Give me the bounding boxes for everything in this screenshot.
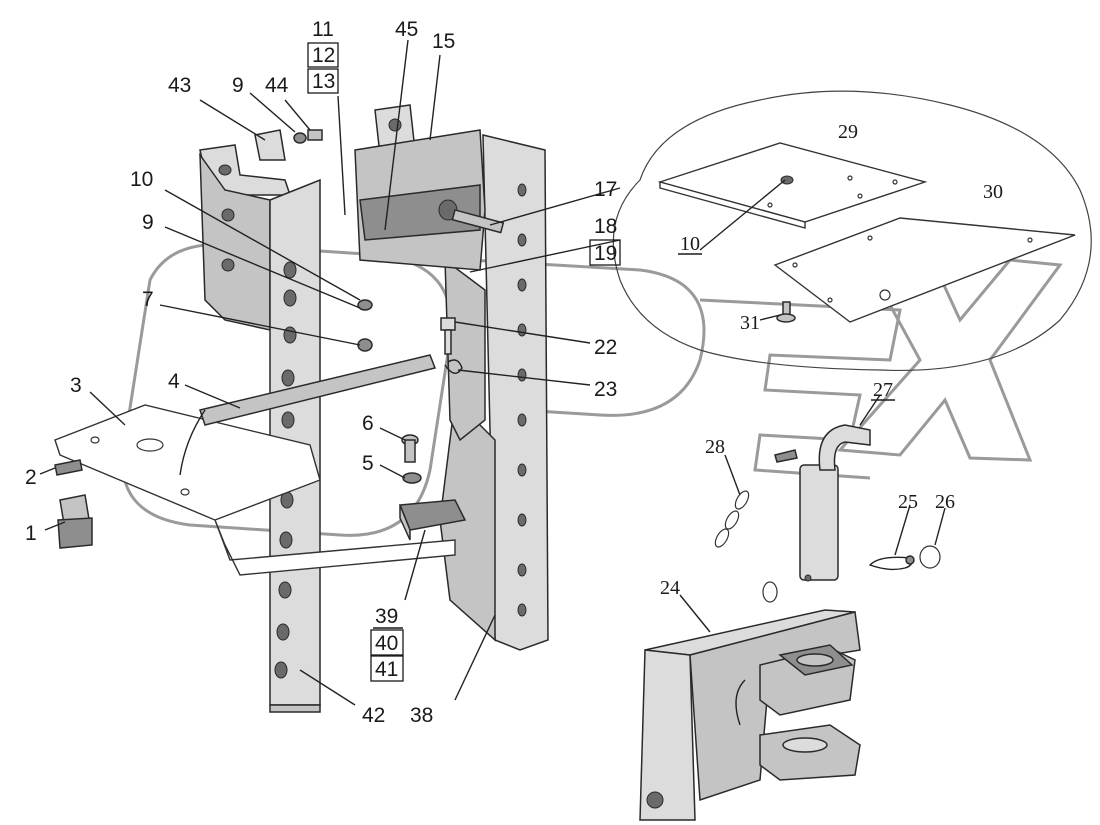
plate-30 (773, 217, 1076, 323)
callout-29: 29 (838, 121, 858, 143)
callout-13-box (307, 68, 339, 94)
callout-12-box (307, 42, 339, 68)
callout-25: 25 (898, 491, 918, 513)
callout-30: 30 (983, 181, 1003, 203)
callout-9-lower: 9 (142, 211, 154, 234)
callout-19: 19 (594, 242, 617, 265)
callout-10-left: 10 (130, 168, 153, 191)
ring-small (762, 581, 778, 603)
callout-41-box (370, 655, 404, 682)
pin-22 (440, 317, 456, 355)
detail-outline (612, 90, 1092, 371)
callout-41: 41 (375, 658, 398, 681)
bolt-31 (776, 301, 796, 323)
bolt-44 (307, 129, 323, 141)
callout-45: 45 (395, 18, 418, 41)
callout-2: 2 (25, 466, 37, 489)
callout-40: 40 (375, 632, 398, 655)
callout-22: 22 (594, 336, 617, 359)
hitch-24 (639, 609, 861, 821)
callout-23: 23 (594, 378, 617, 401)
carriage-45 (354, 104, 505, 271)
ring-26 (919, 545, 941, 569)
rod-4 (179, 354, 437, 476)
callout-27: 27 (873, 379, 893, 401)
pad-39 (398, 499, 467, 541)
callout-9-upper: 9 (232, 74, 244, 97)
callout-12: 12 (312, 44, 335, 67)
callout-43: 43 (168, 74, 191, 97)
callout-11: 11 (312, 18, 334, 41)
washer-9 (293, 132, 373, 311)
callout-24: 24 (660, 577, 680, 599)
callout-40-box (370, 629, 404, 656)
clip-25 (868, 555, 915, 571)
callout-4: 4 (168, 370, 180, 393)
callout-15: 15 (432, 30, 455, 53)
bolt-1 (57, 494, 93, 549)
plate-43 (254, 129, 286, 161)
bolt-6 (401, 434, 419, 463)
callout-7: 7 (142, 288, 154, 311)
callout-13: 13 (312, 70, 335, 93)
callout-26: 26 (935, 491, 955, 513)
callout-18: 18 (594, 215, 617, 238)
callout-5: 5 (362, 452, 374, 475)
washer-5 (402, 472, 422, 484)
callout-labels: 1 2 3 4 5 6 7 9 10 43 9 44 11 12 13 45 1… (25, 18, 1003, 727)
callout-39: 39 (375, 605, 398, 628)
callout-19-box (589, 239, 621, 266)
callout-6: 6 (362, 412, 374, 435)
clip-23 (444, 359, 463, 374)
bolt-7 (357, 338, 373, 352)
chain-28 (714, 490, 750, 548)
callout-38: 38 (410, 704, 433, 727)
callout-28: 28 (705, 436, 725, 458)
callout-10-right: 10 (680, 233, 700, 255)
callout-3: 3 (70, 374, 82, 397)
bracket-38 (439, 134, 549, 651)
pin-27 (774, 424, 871, 582)
callout-42: 42 (362, 704, 385, 727)
callout-44: 44 (265, 74, 289, 97)
washer-2 (54, 459, 83, 476)
base-plate-3 (54, 404, 456, 576)
callout-1: 1 (25, 522, 37, 545)
bracket-38-holes (517, 183, 527, 617)
plate-29 (657, 142, 928, 229)
callout-31: 31 (740, 312, 760, 334)
callout-17: 17 (594, 178, 617, 201)
